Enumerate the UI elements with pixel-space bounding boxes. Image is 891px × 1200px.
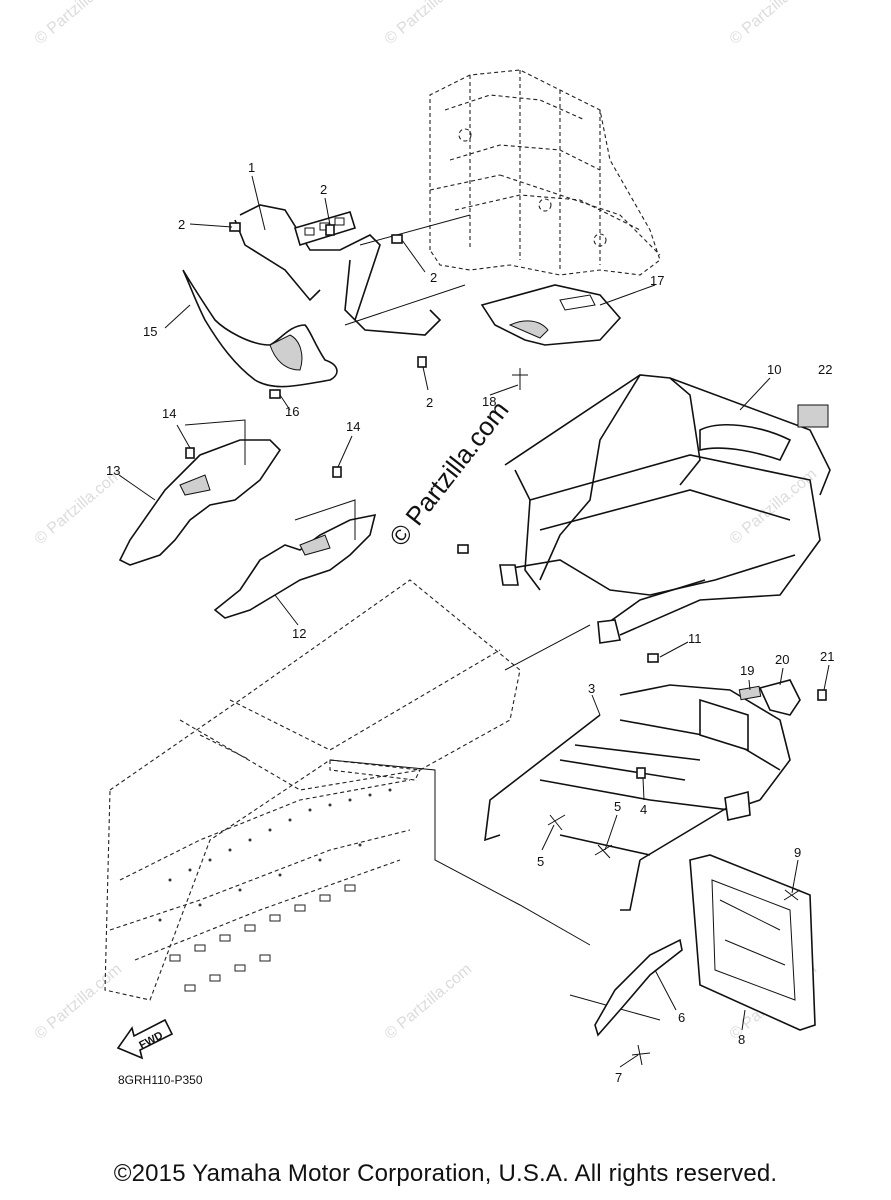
callout-6: 6 [678, 1010, 685, 1025]
callout-22: 22 [818, 362, 832, 377]
callout-3: 3 [588, 681, 595, 696]
part-6-strip [594, 938, 683, 1037]
callout-5: 5 [614, 799, 621, 814]
callout-leaders [118, 175, 830, 1068]
watermark: © Partzilla.com [32, 466, 126, 548]
part-19-bracket [738, 685, 762, 701]
fasteners [185, 222, 827, 1066]
main-frame-ghost [429, 69, 661, 276]
callout-8: 8 [738, 1032, 745, 1047]
callout-21: 21 [820, 649, 834, 664]
watermark: © Partzilla.com [727, 0, 821, 48]
fwd-arrow: FWD [116, 1018, 174, 1060]
callout-17: 17 [650, 273, 664, 288]
part-22-decal [797, 404, 829, 428]
watermark: © Partzilla.com [32, 0, 126, 48]
callout-11: 11 [688, 631, 702, 646]
exploded-view-drawing: © Partzilla.com © Partzilla.com © Partzi… [32, 0, 835, 1087]
callout-labels: 1 2 2 2 2 3 4 5 5 6 7 8 9 10 11 12 13 14… [106, 160, 834, 1085]
part-13-guard [118, 419, 282, 566]
assembly-leaders [329, 214, 661, 1021]
callout-14: 14 [162, 406, 176, 421]
callout-2: 2 [426, 395, 433, 410]
callout-10: 10 [767, 362, 781, 377]
callout-9: 9 [794, 845, 801, 860]
callout-1: 1 [248, 160, 255, 175]
chassis-slots [169, 884, 356, 992]
callout-2: 2 [430, 270, 437, 285]
part-10-cage-frame [499, 374, 831, 644]
chassis-ghost [104, 579, 521, 1001]
part-3-rack [484, 684, 791, 911]
callout-19: 19 [740, 663, 754, 678]
part-12-guard [213, 499, 377, 619]
watermark: © Partzilla.com [382, 0, 476, 48]
part-20-bracket [758, 679, 801, 716]
copyright-notice: ©2015 Yamaha Motor Corporation, U.S.A. A… [113, 1160, 778, 1187]
watermark-center: © Partzilla.com [383, 395, 515, 552]
part-17-plate [480, 284, 622, 346]
part-1-grab-bar [234, 204, 442, 336]
callout-18: 18 [482, 394, 496, 409]
callout-7: 7 [615, 1070, 622, 1085]
diagram-code: 8GRH110-P350 [118, 1073, 203, 1087]
watermark: © Partzilla.com [382, 961, 476, 1043]
callout-2: 2 [320, 182, 327, 197]
callout-2: 2 [178, 217, 185, 232]
chassis-rivets [158, 788, 392, 922]
callout-15: 15 [143, 324, 157, 339]
callout-13: 13 [106, 463, 120, 478]
callout-20: 20 [775, 652, 789, 667]
callout-5: 5 [537, 854, 544, 869]
watermark: © Partzilla.com [32, 961, 126, 1043]
part-15-left-cover [182, 269, 338, 388]
callout-4: 4 [640, 802, 647, 817]
part-8-flap [689, 854, 816, 1031]
watermark: © Partzilla.com [727, 466, 821, 548]
callout-14: 14 [346, 419, 360, 434]
callout-12: 12 [292, 626, 306, 641]
callout-16: 16 [285, 404, 299, 419]
